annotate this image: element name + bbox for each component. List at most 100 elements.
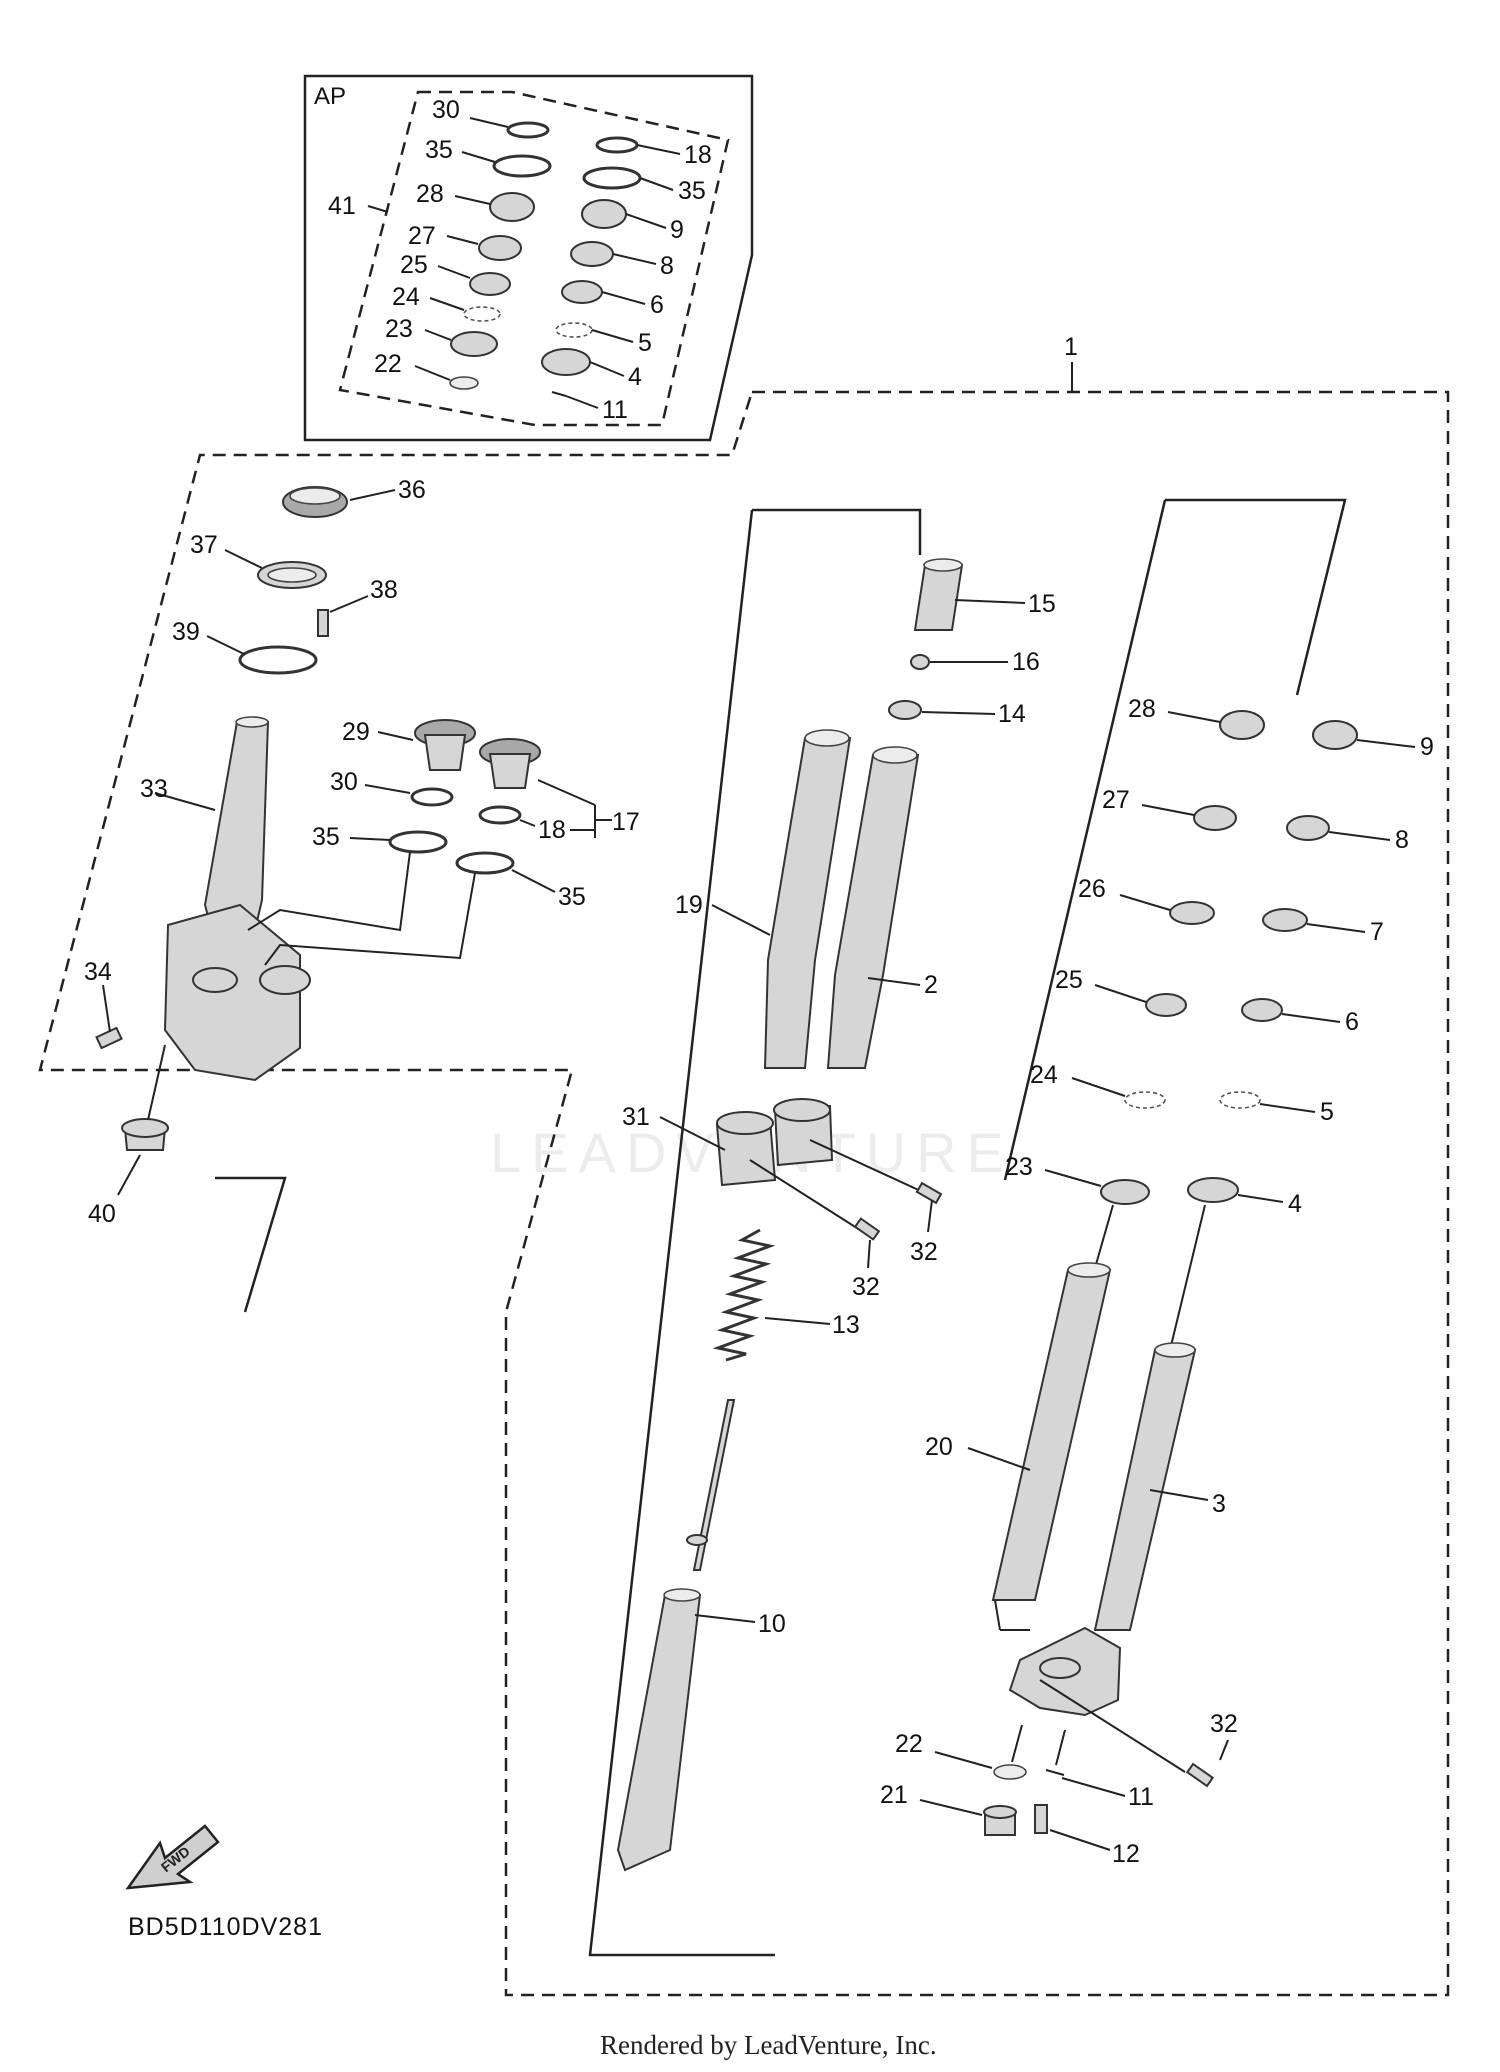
label-9: 9 [1420,733,1434,761]
part-11 [1045,1769,1065,1776]
label-2: 2 [924,971,938,999]
steering-stem-group: 36 37 38 39 33 34 40 [84,476,640,1228]
ap-label: AP [314,83,346,110]
credit-text: Rendered by LeadVenture, Inc. [600,2030,937,2060]
part-27 [1193,805,1237,831]
ap-part-4 [541,348,591,376]
part-13-spring [712,1228,776,1362]
ap-part-30 [506,121,550,139]
label-35b: 35 [558,883,586,911]
label-16: 16 [1012,648,1040,676]
part-10-damper-rod [692,1399,736,1571]
part-9 [1312,720,1358,750]
ap-label-35b: 35 [678,177,706,205]
part-2-inner-tube [826,754,920,1069]
part-32-bolt-a [853,1217,881,1241]
outer-tube-group: 28 27 26 25 24 23 9 8 7 6 5 4 [880,498,1434,1868]
ap-part-35 [492,154,552,178]
label-1: 1 [1064,333,1078,361]
inner-tube-group: 15 16 14 19 2 31 32 32 [215,508,1056,1957]
ap-label-30: 30 [432,96,460,124]
ap-label-6: 6 [650,291,664,319]
label-34: 34 [84,958,112,986]
label-31: 31 [622,1103,650,1131]
ap-part-9 [581,199,627,229]
ap-part-18 [595,136,639,154]
fwd-arrow-icon: FWD [125,1824,220,1890]
ap-part-8 [570,241,614,267]
label-38: 38 [370,576,398,604]
ap-part-11 [551,391,567,397]
label-37: 37 [190,531,218,559]
part-26 [1169,901,1215,925]
part-5 [1219,1091,1261,1109]
part-34-bolt [95,1026,123,1050]
label-13: 13 [832,1311,860,1339]
ap-part-24 [463,306,501,322]
label-3: 3 [1212,1490,1226,1518]
label-30: 30 [330,768,358,796]
label-35a: 35 [312,823,340,851]
label-8: 8 [1395,826,1409,854]
label-5: 5 [1320,1098,1334,1126]
ap-part-6 [561,280,603,304]
assembly-1-outline: 1 [38,333,1450,1997]
ap-label-35: 35 [425,136,453,164]
ap-label-23: 23 [385,315,413,343]
part-12 [1034,1804,1048,1834]
part-7 [1262,908,1308,932]
label-39: 39 [172,618,200,646]
label-33: 33 [140,775,168,803]
part-20-outer-tube [991,1269,1112,1601]
label-11: 11 [1128,1783,1154,1811]
part-32-bolt-b [915,1181,943,1205]
ap-label-9: 9 [670,216,684,244]
ap-part-25 [469,272,511,296]
part-22 [993,1764,1027,1780]
ap-label-24: 24 [392,283,420,311]
ap-label-5: 5 [638,329,652,357]
ap-kit-box: AP 30 [303,74,754,442]
label-36: 36 [398,476,426,504]
part-8 [1286,815,1330,841]
label-27: 27 [1102,786,1130,814]
label-4: 4 [1288,1190,1302,1218]
label-32b: 32 [910,1238,938,1266]
label-14: 14 [998,700,1026,728]
ap-label-41: 41 [328,192,356,220]
part-25 [1145,993,1187,1017]
ap-label-4: 4 [628,363,642,391]
ap-part-27 [478,235,522,261]
label-24: 24 [1030,1061,1058,1089]
ap-label-27: 27 [408,222,436,250]
label-32a: 32 [852,1273,880,1301]
ap-part-22 [449,376,479,390]
part-24 [1124,1091,1166,1109]
label-21: 21 [880,1781,908,1809]
label-23: 23 [1005,1153,1033,1181]
part-16 [910,654,930,670]
ap-label-18: 18 [684,141,712,169]
ap-part-5 [555,322,593,338]
label-26: 26 [1078,875,1106,903]
ap-label-28: 28 [416,180,444,208]
part-35-oring-a [388,830,448,854]
label-20: 20 [925,1433,953,1461]
label-15: 15 [1028,590,1056,618]
part-6 [1241,998,1283,1022]
part-4 [1187,1177,1239,1203]
part-23 [1100,1179,1150,1205]
label-18: 18 [538,816,566,844]
label-12: 12 [1112,1840,1140,1868]
part-33-bracket [163,903,301,1082]
label-32c: 32 [1210,1710,1238,1738]
label-29: 29 [342,718,370,746]
ap-label-8: 8 [660,252,674,280]
part-3-outer-tube [1093,1349,1197,1631]
ap-label-22: 22 [374,350,402,378]
label-19: 19 [675,891,703,919]
label-7: 7 [1370,918,1384,946]
part-39-ring [238,645,318,675]
label-17: 17 [612,808,640,836]
